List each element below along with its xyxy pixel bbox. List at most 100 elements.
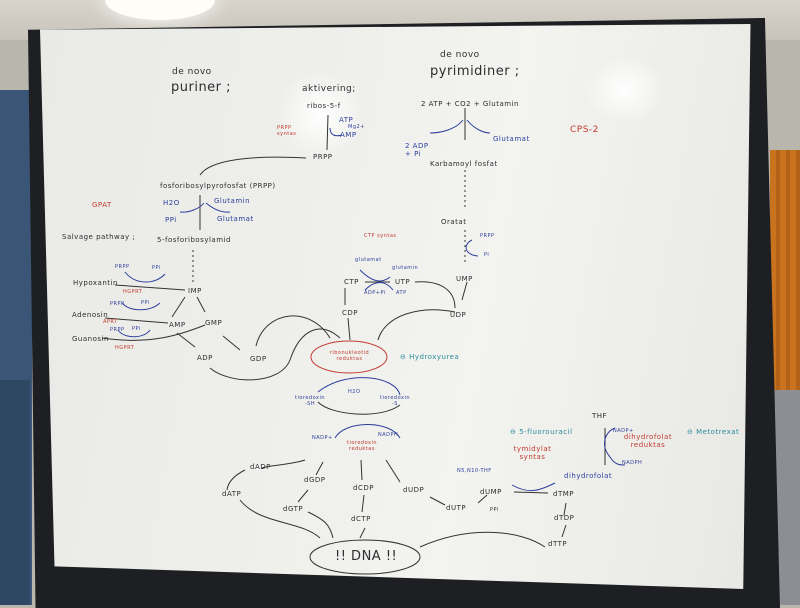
dgdp-label: dGDP: [304, 476, 326, 484]
arrow-dump-dtmp: [513, 491, 549, 494]
arrow-hypoxanthine-imp: [114, 284, 186, 291]
arrow-dgtp-dna: [307, 511, 334, 539]
dump-ppi-label: PPi: [490, 507, 499, 513]
arrow-dtdp-dttp: [561, 524, 567, 538]
arrow-dtmp-dtdp: [563, 502, 567, 516]
dna-label: !! DNA !!: [335, 549, 398, 564]
arrow-cps2-branch: [429, 119, 491, 134]
dcdp-label: dCDP: [353, 484, 374, 492]
reductase-nadp: NADP+: [312, 435, 333, 441]
methotrexate-inhibitor: ⊖ Metotrexat: [687, 428, 740, 436]
amp-node: AMP: [169, 321, 186, 329]
gdp-label: GDP: [250, 355, 267, 363]
ctp-glutamate-label: glutamat: [355, 257, 382, 263]
arrow-prpp-ppi-2: [121, 302, 161, 311]
dhfr-nadp: NADP+: [613, 428, 634, 434]
dihydrofolate-label: dihydrofolat: [564, 472, 613, 480]
arrow-dudp: [385, 459, 401, 483]
arrow-datp-dna: [239, 499, 321, 539]
dhfr-nadph: NADPH: [622, 460, 643, 466]
purine-title: puriner ;: [171, 80, 232, 95]
udp-label: UDP: [450, 311, 467, 319]
prpp-synthase-label: PRPP syntas: [277, 125, 297, 137]
prpp-salvage-1: PRPP: [115, 264, 130, 270]
arrow-dadp-datp: [226, 469, 246, 491]
arrow-adenosine-amp: [104, 317, 169, 324]
phosphoribosylamide-label: 5-fosforibosylamid: [157, 236, 231, 244]
arrow-dctp-dna: [359, 527, 366, 539]
cps2-label: CPS-2: [570, 125, 599, 135]
orotate-prpp-label: PRPP: [480, 233, 495, 239]
guanosine-label: Guanosin: [72, 335, 109, 343]
gmp-label: GMP: [205, 319, 223, 327]
arrow-guanosine-gmp: [101, 324, 206, 341]
thioredoxin-sh-label: tioredoxin -SH: [295, 395, 326, 407]
prpp-label: PRPP: [313, 153, 333, 161]
arrow-ctp-synthase: [359, 269, 394, 291]
thioredoxin-s-label: tioredoxin -S: [379, 395, 411, 407]
arrow-dgdp-dgtp: [297, 489, 309, 503]
arrow-atp-amp: [329, 127, 343, 137]
reductase-h2o: H2O: [348, 389, 361, 395]
ribose-label: ribos-5-f: [307, 102, 341, 110]
arrow-gdp-reductase: [255, 315, 331, 347]
purine-subtitle: de novo: [172, 67, 212, 77]
arrow-adp-reductase: [209, 328, 341, 381]
ppi-salvage-1: PPi: [152, 265, 161, 271]
dctp-label: dCTP: [351, 515, 371, 523]
arrow-nadph: [334, 424, 401, 439]
adp-pi-label: 2 ADP + Pi: [405, 142, 429, 158]
dump-label: dUMP: [480, 488, 502, 496]
arrow-ump-udp: [461, 281, 468, 301]
amp-label: AMP: [340, 131, 357, 139]
ppi-salvage-3: PPi: [132, 326, 141, 332]
thf-label: THF: [592, 412, 608, 420]
arrow-dutp-dump: [477, 494, 488, 504]
activation-label: aktivering;: [302, 84, 356, 94]
light-glare: [275, 70, 365, 160]
arrow-dgdp: [315, 461, 324, 476]
orotate-label: Oratat: [441, 218, 467, 226]
datp-label: dATP: [222, 490, 242, 498]
arrow-cdp-reductase: [347, 317, 351, 341]
pyrimidine-subtitle: de novo: [440, 50, 480, 60]
arrow-dttp-dna: [419, 531, 546, 548]
hydroxyurea-inhibitor: ⊖ Hydroxyurea: [400, 353, 460, 361]
ctp-label: CTP: [344, 278, 359, 286]
arrow-udp-reductase: [377, 309, 456, 341]
reductase-ellipse: [310, 340, 388, 374]
ctp-synthase-label: CTP syntas: [364, 233, 397, 239]
pi-label: PPi: [165, 216, 177, 224]
ppi-salvage-2: PPi: [141, 300, 150, 306]
carbamoyl-label: Karbamoyl fosfat: [430, 160, 498, 168]
dgtp-label: dGTP: [283, 505, 304, 513]
utp-label: UTP: [395, 278, 411, 286]
ceiling-lamp: [105, 0, 215, 20]
dna-ellipse: [309, 539, 421, 575]
arrow-imp-gmp: [196, 296, 206, 313]
imp-label: IMP: [188, 287, 202, 295]
ctp-glutamine-label: glutamin: [392, 265, 419, 271]
h2o-label: H2O: [163, 199, 180, 207]
reductase-nadph: NADPH: [378, 432, 399, 438]
arrow-dadp: [261, 459, 306, 469]
fluorouracil-inhibitor: ⊖ 5-fluorouracil: [510, 428, 573, 436]
mg-label: Mg2+: [348, 124, 365, 130]
arrow-gmp-gdp: [222, 335, 241, 351]
arrow-ribose-prpp: [326, 114, 329, 151]
prpp-full-label: fosforibosylpyrofosfat (PRPP): [160, 182, 276, 190]
arrow-prpp-full: [199, 156, 307, 176]
gpat-label: GPAT: [92, 201, 112, 209]
prpp-salvage-3: PRPP: [110, 327, 125, 333]
arrow-prpp-pi: [465, 239, 479, 257]
pyrimidine-title: pyrimidiner ;: [430, 64, 520, 79]
dtmp-label: dTMP: [553, 490, 574, 498]
atp-label: ATP: [339, 116, 354, 124]
dutp-label: dUTP: [446, 504, 467, 512]
ctp-atp-label: ATP: [396, 290, 407, 296]
adp-label: ADP: [197, 354, 213, 362]
thioredoxin-reductase-label: tioredoxin reduktas: [346, 440, 378, 452]
arrow-prpp-ppi: [124, 271, 166, 283]
ctp-adp-label: ADP+Pi: [364, 290, 386, 296]
pyrimidine-substrates: 2 ATP + CO2 + Glutamin: [421, 100, 519, 108]
